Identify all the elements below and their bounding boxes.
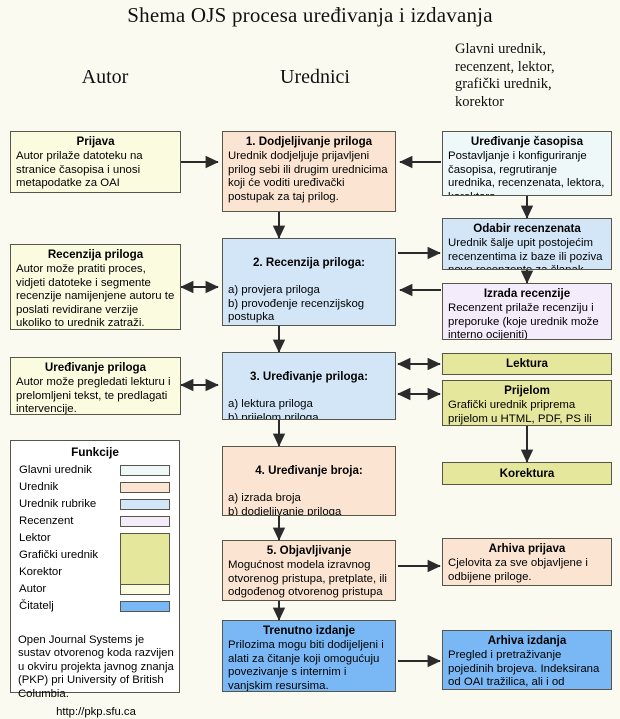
box-trenutno-izdanje[interactable]: Trenutno izdanje Prilozima mogu biti dod…: [222, 620, 396, 692]
box-prijelom[interactable]: Prijelom Grafički urednik priprema prije…: [442, 380, 612, 426]
box-odabir-recenzenata[interactable]: Odabir recenzenata Urednik šalje upit po…: [442, 218, 612, 270]
box-prijelom-body: Grafički urednik priprema prijelom u HTM…: [448, 399, 592, 425]
box-lektura[interactable]: Lektura: [442, 353, 612, 375]
box-uredivanje-casopisa-title: Uređivanje časopisa: [470, 135, 584, 148]
legend-swatch-urednik-rubrike: [120, 499, 170, 510]
box-recenzija-priloga-title: Recenzija priloga: [47, 248, 144, 261]
legend-swatch-glavni-urednik: [120, 465, 170, 476]
box-step1-dodjeljivanje-priloga[interactable]: 1. Dodjeljivanje priloga Urednik dodjelj…: [222, 131, 396, 212]
legend-url[interactable]: http://pkp.sfu.ca: [56, 706, 136, 718]
legend-swatch-urednik: [120, 482, 170, 493]
legend-row-recenzent: Recenzent: [19, 515, 74, 527]
box-korektura-title: Korektura: [499, 466, 555, 480]
legend-note: Open Journal Systems je sustav otvorenog…: [18, 634, 174, 700]
box-step4-title: 4. Uređivanje broja:: [255, 463, 363, 477]
box-step2-recenzija-priloga[interactable]: 2. Recenzija priloga: a) provjera prilog…: [222, 238, 396, 326]
box-step4-uredivanje-broja[interactable]: 4. Uređivanje broja: a) izrada broja b) …: [222, 446, 396, 516]
box-korektura[interactable]: Korektura: [442, 462, 612, 485]
box-arhiva-izdanja-title: Arhiva izdanja: [487, 634, 567, 647]
box-odabir-recenzenata-body: Urednik šalje upit postojećim recenzenti…: [448, 237, 603, 269]
box-arhiva-izdanja[interactable]: Arhiva izdanja Pregled i pretraživanje p…: [442, 630, 612, 690]
box-uredivanje-casopisa[interactable]: Uređivanje časopisa Postavljanje i konfi…: [442, 131, 612, 196]
box-trenutno-izdanje-body: Prilozima mogu biti dodijeljeni i alati …: [228, 639, 384, 692]
page-title: Shema OJS procesa uređivanja i izdavanja: [127, 3, 493, 27]
box-izrada-recenzije-title: Izrada recenzije: [483, 287, 571, 300]
box-uredivanje-priloga-autor-body: Autor može pregledati lekturu i prelomlj…: [16, 376, 171, 415]
legend-swatch-citatelj: [120, 601, 170, 612]
box-arhiva-prijava[interactable]: Arhiva prijava Cjelovita za sve objavlje…: [442, 538, 612, 586]
box-step4-body: a) izrada broja b) dodjeljivanje priloga…: [228, 492, 342, 516]
legend-title: Funkcije: [71, 445, 119, 459]
box-prijelom-title: Prijelom: [504, 384, 550, 397]
box-recenzija-priloga[interactable]: Recenzija priloga Autor može pratiti pro…: [10, 244, 181, 330]
box-izrada-recenzije-body: Recenzent prilaže recenziju i preporuke …: [448, 302, 599, 340]
legend-row-citatelj: Čitatelj: [19, 600, 54, 612]
column-header-urednici: Urednici: [280, 66, 350, 88]
legend-panel: Funkcije Glavni urednik Urednik Urednik …: [10, 440, 180, 718]
legend-row-glavni-urednik: Glavni urednik: [19, 464, 92, 476]
column-header-ostali: Glavni urednik, recenzent, lektor, grafi…: [455, 41, 555, 110]
box-prijava-body: Autor prilaže datoteku na stranice časop…: [16, 150, 143, 192]
box-trenutno-izdanje-title: Trenutno izdanje: [262, 624, 356, 637]
legend-row-korektor: Korektor: [19, 566, 63, 578]
legend-swatch-lektor-graficki-korektor: [120, 533, 170, 586]
legend-row-graficki-urednik: Grafički urednik: [19, 549, 99, 561]
box-uredivanje-priloga-autor[interactable]: Uređivanje priloga Autor može pregledati…: [10, 357, 181, 415]
box-step3-body: a) lektura priloga b) prijelom priloga c…: [228, 398, 319, 420]
box-odabir-recenzenata-title: Odabir recenzenata: [473, 222, 581, 235]
legend-row-urednik-rubrike: Urednik rubrike: [19, 498, 97, 510]
box-step3-uredivanje-priloga[interactable]: 3. Uređivanje priloga: a) lektura prilog…: [222, 352, 396, 420]
box-izrada-recenzije[interactable]: Izrada recenzije Recenzent prilaže recen…: [442, 283, 612, 340]
legend-row-autor: Autor: [19, 583, 47, 595]
box-step2-title: 2. Recenzija priloga:: [252, 255, 366, 269]
box-arhiva-prijava-body: Cjelovita za sve objavljene i odbijene p…: [448, 557, 588, 583]
box-lektura-title: Lektura: [506, 357, 548, 370]
box-step5-title: 5. Objavljivanje: [266, 544, 352, 557]
box-step5-body: Mogućnost modela izravnog otvorenog pris…: [228, 559, 387, 599]
box-step5-objavljivanje[interactable]: 5. Objavljivanje Mogućnost modela izravn…: [222, 540, 396, 601]
legend-row-lektor: Lektor: [19, 532, 51, 544]
legend-swatch-autor: [120, 584, 170, 595]
box-step1-body: Urednik dodjeljuje prijavljeni prilog se…: [228, 150, 388, 203]
box-recenzija-priloga-body: Autor može pratiti proces, vidjeti datot…: [16, 263, 175, 330]
box-uredivanje-priloga-autor-title: Uređivanje priloga: [44, 361, 147, 374]
box-arhiva-izdanja-body: Pregled i pretraživanje pojedinih brojev…: [448, 649, 600, 689]
legend-row-urednik: Urednik: [19, 481, 59, 493]
box-step1-title: 1. Dodjeljivanje priloga: [245, 135, 373, 148]
legend-rows: Glavni urednik Urednik Urednik rubrike R…: [11, 462, 179, 612]
legend-swatch-recenzent: [120, 516, 170, 527]
box-arhiva-prijava-title: Arhiva prijava: [488, 542, 566, 555]
column-header-autor: Autor: [81, 66, 129, 88]
box-uredivanje-casopisa-body: Postavljanje i konfiguriranje časopisa, …: [448, 150, 605, 195]
box-prijava-title: Prijava: [76, 135, 115, 148]
box-step2-body: a) provjera priloga b) provođenje recenz…: [228, 284, 386, 325]
box-step3-title: 3. Uređivanje priloga:: [250, 369, 368, 383]
box-prijava[interactable]: Prijava Autor prilaže datoteku na strani…: [10, 131, 181, 193]
diagram-canvas: Shema OJS procesa uređivanja i izdavanja…: [10, 3, 612, 718]
